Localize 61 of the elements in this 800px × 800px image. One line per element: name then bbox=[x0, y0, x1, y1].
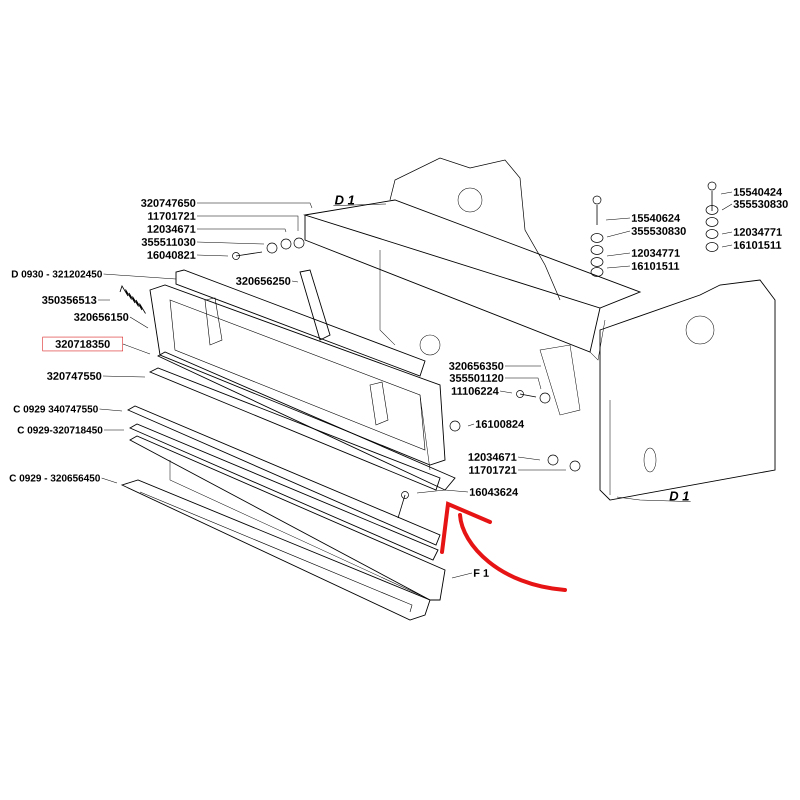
leader-line bbox=[720, 192, 732, 194]
leader-line bbox=[196, 228, 286, 232]
part-number: C 0929-320718450 bbox=[18, 426, 102, 434]
leader-line bbox=[606, 230, 630, 238]
part-number: F 1 bbox=[474, 569, 489, 577]
part-number: 11701721 bbox=[148, 212, 196, 220]
leader-line bbox=[196, 216, 298, 232]
part-number: 12034671 bbox=[148, 225, 196, 233]
leader-line bbox=[722, 232, 732, 234]
leader-line bbox=[468, 424, 474, 426]
leader-line bbox=[722, 204, 732, 210]
part-number: 16040821 bbox=[148, 251, 196, 259]
leader-line bbox=[606, 252, 630, 256]
strip-drawing bbox=[176, 270, 426, 377]
leader-line bbox=[333, 204, 386, 206]
leader-line bbox=[606, 266, 630, 268]
leader-line bbox=[103, 274, 176, 280]
part-number: 350356513 bbox=[42, 296, 96, 304]
part-number: 320656350 bbox=[449, 362, 504, 370]
part-number: 320656150 bbox=[74, 313, 128, 321]
leader-line bbox=[196, 242, 264, 244]
part-number: 12034671 bbox=[468, 453, 516, 461]
part-number: 320747650 bbox=[141, 199, 196, 207]
leader-line bbox=[616, 496, 691, 502]
part-number: 11106224 bbox=[452, 387, 499, 395]
leader-line bbox=[102, 376, 146, 378]
leader-line bbox=[130, 316, 148, 328]
part-number: 320656250 bbox=[236, 277, 290, 285]
leader-line bbox=[452, 572, 472, 578]
leader-line bbox=[99, 408, 122, 412]
part-number: C 0929 340747550 bbox=[14, 405, 98, 413]
part-number: D 0930 - 321202450 bbox=[12, 270, 102, 278]
highlighted-part-number: 320718350 bbox=[42, 336, 123, 352]
part-number: 12034771 bbox=[632, 249, 680, 257]
part-number: 320747550 bbox=[47, 372, 102, 380]
reference-letter: D 1 bbox=[334, 196, 354, 204]
leader-line bbox=[722, 244, 732, 248]
leader-line bbox=[196, 254, 228, 256]
leader-line bbox=[504, 378, 542, 390]
reference-letter: D 1 bbox=[669, 492, 689, 500]
leader-line bbox=[606, 218, 630, 220]
part-number: 355530830 bbox=[631, 227, 686, 235]
part-number: 16043624 bbox=[470, 488, 518, 496]
part-number: 16101511 bbox=[632, 262, 680, 270]
part-number: 15540624 bbox=[632, 214, 680, 222]
leader-line bbox=[196, 202, 312, 208]
leader-line bbox=[416, 490, 468, 494]
leader-line bbox=[101, 478, 118, 484]
leader-line bbox=[500, 390, 512, 394]
leader-line bbox=[292, 280, 298, 282]
part-number: 12034771 bbox=[734, 228, 782, 236]
part-number: C 0929 - 320656450 bbox=[10, 474, 100, 482]
leader-line bbox=[122, 344, 150, 354]
part-number: 355511030 bbox=[142, 238, 196, 246]
part-number: 16100824 bbox=[476, 420, 524, 428]
part-number: 15540424 bbox=[734, 188, 782, 196]
part-number: 11701721 bbox=[469, 466, 516, 474]
part-number: 355501120 bbox=[450, 374, 504, 382]
part-number: 16101511 bbox=[734, 241, 782, 249]
leader-line bbox=[518, 456, 540, 460]
part-number: 355530830 bbox=[733, 200, 788, 208]
